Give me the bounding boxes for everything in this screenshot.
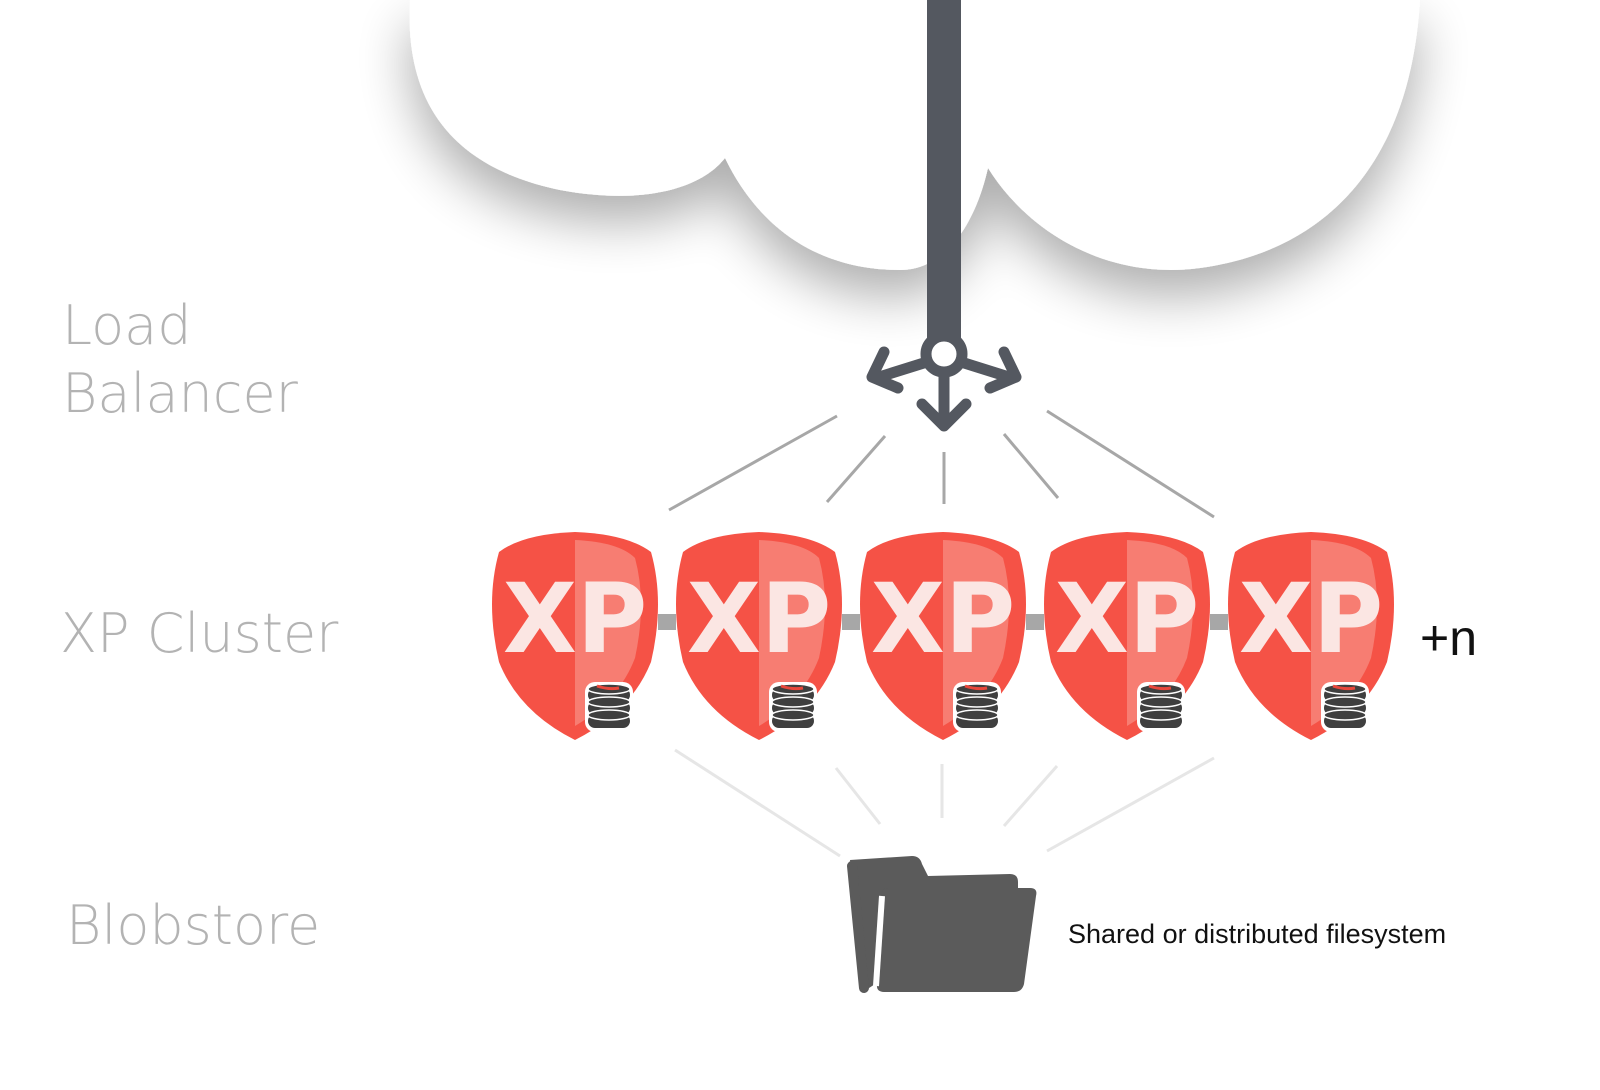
node-link (1210, 614, 1228, 630)
blobstore-label: Blobstore (66, 894, 321, 957)
node-link (1026, 614, 1044, 630)
database-icon (585, 682, 633, 732)
shield-highlight (759, 540, 825, 726)
xp-node-label: XP (687, 563, 831, 675)
load-balancer-icon (866, 330, 1022, 432)
shield-highlight (575, 540, 641, 726)
xp-node: XP (1044, 532, 1210, 740)
load-balancer-label: Load Balancer (62, 292, 298, 428)
xp-node: XP (676, 532, 842, 740)
more-nodes-label: +n (1420, 610, 1478, 666)
xp-cluster-nodes: XP XP XP XP XP (492, 532, 1394, 740)
load-balancer-label-line1: Load (62, 294, 192, 357)
xp-node-label: XP (1239, 563, 1383, 675)
xp-node-label: XP (1055, 563, 1199, 675)
cloud-icon (409, 0, 1420, 270)
xp-node-label: XP (871, 563, 1015, 675)
shield-highlight (1311, 540, 1377, 726)
filesystem-caption: Shared or distributed filesystem (1068, 919, 1447, 949)
shield-highlight (943, 540, 1009, 726)
node-link (658, 614, 676, 630)
shield-highlight (1127, 540, 1193, 726)
storage-connectors (674, 748, 1215, 858)
xp-node: XP (1228, 532, 1394, 740)
node-link (842, 614, 860, 630)
trunk-line (927, 0, 961, 338)
xp-node: XP (860, 532, 1026, 740)
lb-connectors (668, 409, 1215, 519)
database-icon (1137, 682, 1185, 732)
load-balancer-label-line2: Balancer (62, 362, 298, 425)
xp-node: XP (492, 532, 658, 740)
node-links (658, 614, 1228, 630)
xp-node-label: XP (503, 563, 647, 675)
xp-cluster-label: XP Cluster (60, 602, 339, 665)
folder-icon (847, 856, 1037, 993)
database-icon (1321, 682, 1369, 732)
database-icon (769, 682, 817, 732)
database-icon (953, 682, 1001, 732)
